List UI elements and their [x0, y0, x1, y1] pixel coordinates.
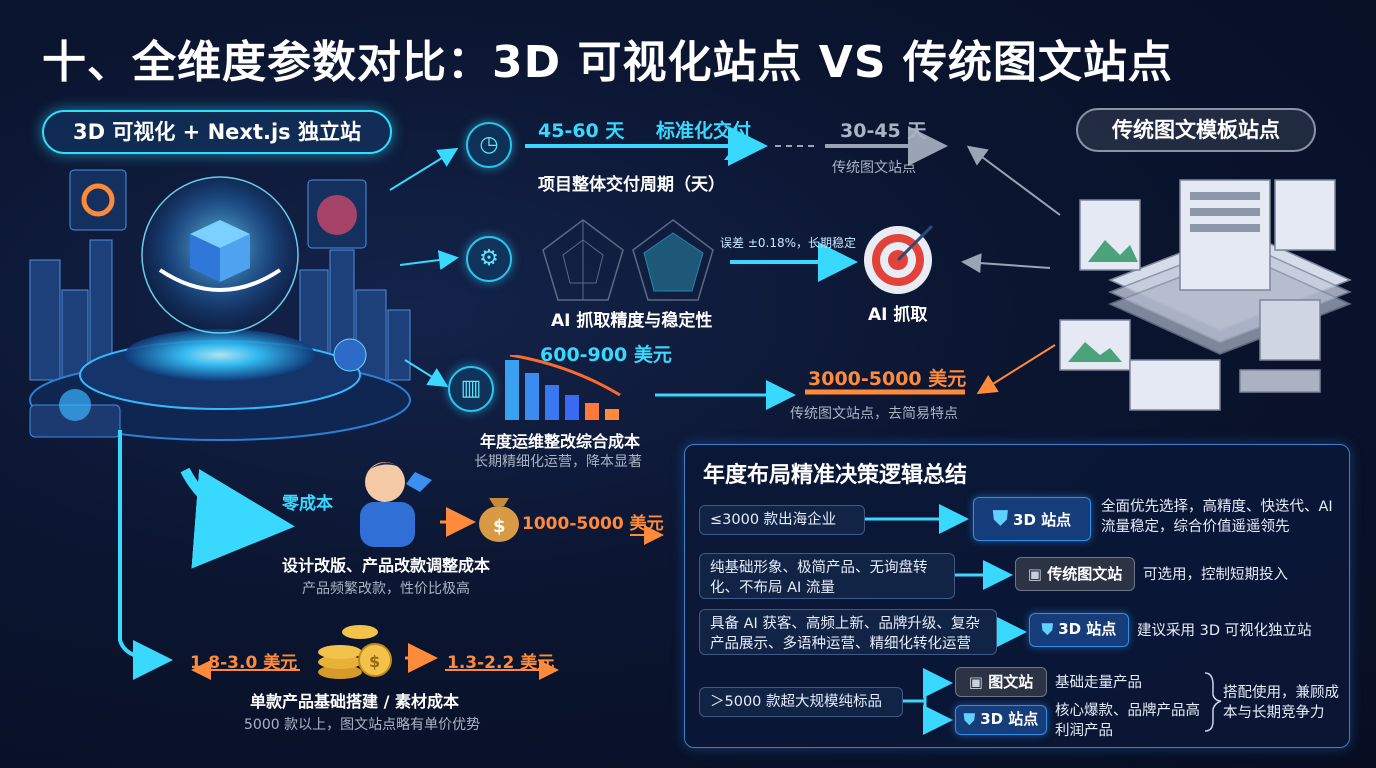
summary-cond-4: ＞5000 款超大规模纯标品: [699, 687, 903, 717]
unit-cost-3d-value: 1.8-3.0 美元: [190, 653, 298, 673]
ai-caption: AI 抓取精度与稳定性: [551, 311, 713, 331]
delivery-trad-note: 传统图文站点: [832, 160, 916, 176]
gear-icon: ⚙: [466, 236, 512, 282]
unit-cost-sub: 5000 款以上，图文站点略有单价优势: [244, 717, 481, 733]
summary-combo: 搭配使用，兼顾成本与长期竞争力: [1223, 685, 1339, 721]
summary-tag-trad-4: ▣ 图文站: [955, 667, 1047, 697]
redesign-caption: 设计改版、产品改款调整成本: [282, 556, 491, 575]
summary-tag-4a-label: 图文站: [988, 673, 1034, 691]
image-icon: ▣: [968, 673, 983, 691]
svg-text:$: $: [369, 652, 380, 671]
maintenance-sub: 长期精细化运营，降本显著: [474, 454, 642, 470]
redesign-zero-cost: 零成本: [282, 494, 333, 514]
3d-platform-illustration: [29, 169, 411, 441]
summary-desc-4b: 核心爆款、品牌产品高利润产品: [1055, 703, 1200, 739]
person-icon: [360, 462, 432, 547]
target-icon: [864, 224, 934, 294]
shield-check-icon: ⛊: [963, 710, 975, 728]
maintenance-caption: 年度运维整改综合成本: [480, 432, 641, 451]
summary-desc-3: 建议采用 3D 可视化独立站: [1137, 623, 1312, 639]
cube-icon: [190, 220, 250, 282]
image-icon: ▣: [1027, 565, 1042, 583]
redesign-sub: 产品频繁改款，性价比极高: [302, 581, 470, 597]
summary-cond-3: 具备 AI 获客、高频上新、品牌升级、复杂产品展示、多语种运营、精细化转化运营: [699, 609, 997, 655]
summary-tag-3d-3: ⛊ 3D 站点: [1029, 613, 1129, 647]
summary-tag-3d-4: ⛊ 3D 站点: [955, 705, 1047, 735]
summary-tag-1-label: 3D 站点: [1013, 511, 1072, 529]
ai-error-note: 误差 ±0.18%，长期稳定: [720, 236, 856, 250]
svg-text:$: $: [493, 516, 506, 537]
unit-cost-trad-value: 1.3-2.2 美元: [447, 653, 555, 673]
redesign-trad-value: 1000-5000 美元: [522, 514, 664, 534]
delivery-std-label: 标准化交付: [656, 120, 752, 142]
declining-bars-icon: [505, 355, 621, 420]
summary-tag-3d-1: ⛊ 3D 站点: [973, 497, 1091, 541]
money-bag-icon: $: [479, 498, 519, 542]
delivery-3d-value: 45-60 天: [538, 120, 625, 142]
page-title: 十、全维度参数对比：3D 可视化站点 VS 传统图文站点: [42, 37, 1173, 88]
shield-check-icon: ⛊: [1041, 620, 1053, 638]
summary-tag-3-label: 3D 站点: [1058, 620, 1117, 638]
radar-chart-icons: [542, 219, 714, 301]
summary-title: 年度布局精准决策逻辑总结: [703, 463, 968, 488]
maintenance-trad-value: 3000-5000 美元: [808, 368, 967, 390]
maintenance-3d-value: 600-900 美元: [540, 344, 672, 366]
shield-check-icon: ⛊: [992, 506, 1008, 530]
summary-tag-4b-label: 3D 站点: [980, 710, 1039, 728]
bar-chart-icon: ▥: [448, 366, 494, 412]
summary-desc-1: 全面优先选择，高精度、快迭代、AI 流量稳定，综合价值遥遥领先: [1101, 499, 1333, 535]
clock-icon: ◷: [466, 122, 512, 168]
maintenance-trad-note: 传统图文站点，去简易特点: [790, 406, 958, 422]
summary-desc-4a: 基础走量产品: [1055, 675, 1142, 691]
summary-cond-2: 纯基础形象、极简产品、无询盘转化、不布局 AI 流量: [699, 553, 955, 599]
left-label-pill: 3D 可视化 + Next.js 独立站: [42, 110, 392, 154]
right-label-pill: 传统图文模板站点: [1076, 108, 1316, 152]
ai-target-label: AI 抓取: [868, 305, 928, 325]
image-placeholder-icon: [1068, 240, 1138, 362]
summary-arrows: [865, 504, 1222, 735]
summary-panel: 年度布局精准决策逻辑总结 ≤3000 款出海企业 ⛊ 3D 站点 全面优先选择，…: [684, 444, 1350, 748]
dashboard-panel-icon: [69, 169, 127, 231]
summary-desc-2: 可选用，控制短期投入: [1143, 567, 1288, 583]
unit-cost-caption: 单款产品基础搭建 / 素材成本: [250, 692, 459, 711]
summary-cond-1: ≤3000 款出海企业: [699, 505, 865, 535]
summary-tag-2-label: 传统图文站: [1047, 565, 1123, 583]
traditional-site-illustration: [1059, 179, 1352, 411]
delivery-trad-value: 30-45 天: [840, 120, 927, 142]
coins-icon: $: [318, 625, 392, 679]
summary-tag-trad-2: ▣ 传统图文站: [1015, 557, 1135, 591]
delivery-caption: 项目整体交付周期（天）: [538, 175, 725, 195]
